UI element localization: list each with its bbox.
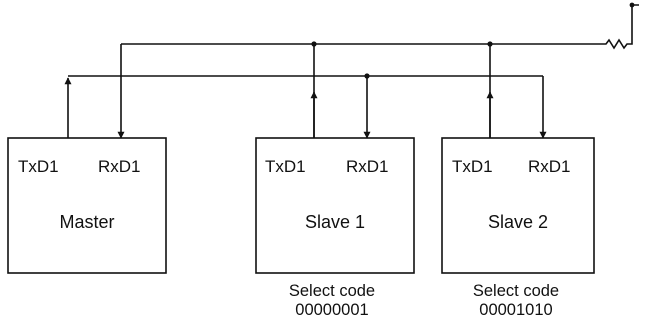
slave2-select-value: 00001010 — [479, 301, 552, 319]
slave2-name: Slave 2 — [488, 212, 548, 232]
pull-up-resistor — [596, 4, 639, 50]
master-name: Master — [59, 212, 114, 232]
slave1-select-label: Select code — [289, 282, 375, 300]
supply-node — [629, 2, 635, 8]
master-rxd-label: RxD1 — [98, 157, 141, 176]
slave2-rxd-label: RxD1 — [528, 157, 571, 176]
slave1-rxd-label: RxD1 — [346, 157, 389, 176]
slave1-name: Slave 1 — [305, 212, 365, 232]
slave1-block: TxD1 RxD1 Slave 1 Select code 00000001 — [255, 137, 415, 319]
master-block: TxD1 RxD1 Master — [7, 137, 167, 274]
slave1-select-value: 00000001 — [295, 301, 368, 319]
master-txd-label: TxD1 — [18, 157, 59, 176]
slave2-txd-label: TxD1 — [452, 157, 493, 176]
slave2-block: TxD1 RxD1 Slave 2 Select code 00001010 — [441, 137, 595, 319]
slave1-txd-label: TxD1 — [265, 157, 306, 176]
slave2-select-label: Select code — [473, 282, 559, 300]
